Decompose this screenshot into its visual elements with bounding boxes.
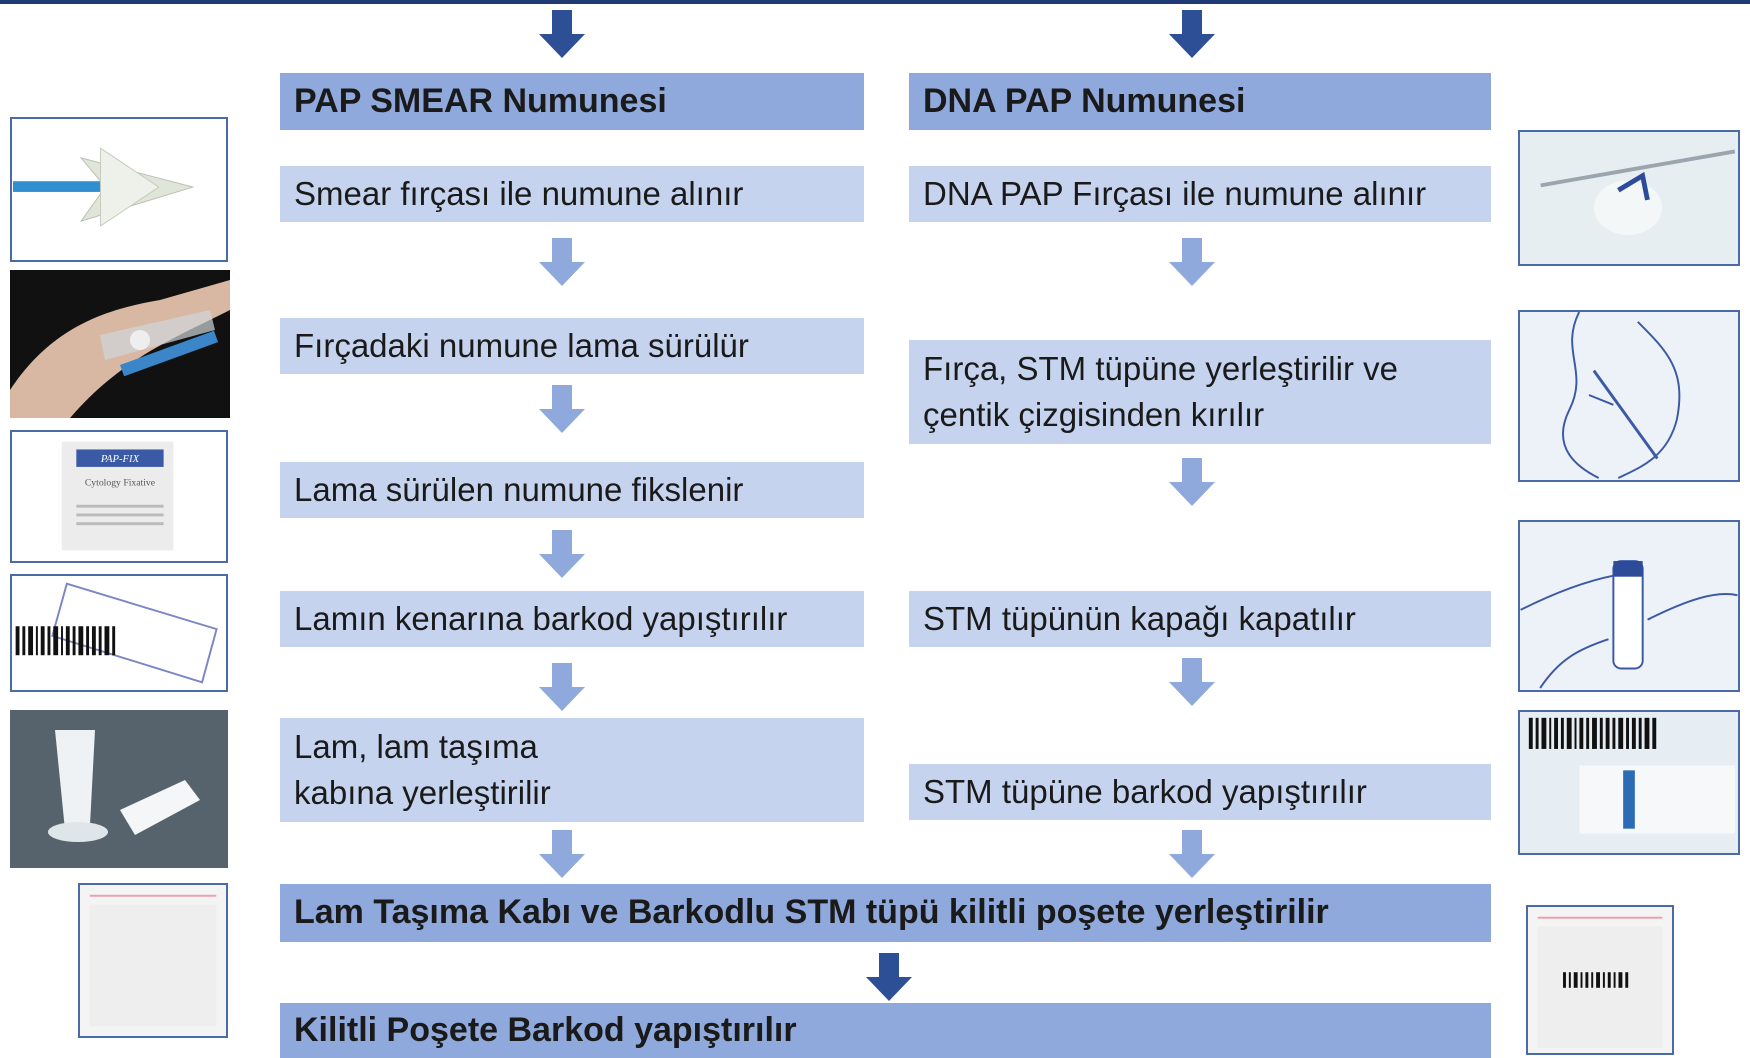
barcoded-bag-photo [1526,905,1674,1055]
down-arrow-icon [1169,238,1215,286]
fixative-label-text: Cytology Fixative [85,477,155,488]
break-brush-illustration [1518,310,1740,482]
fixative-brand-text: PAP-FIX [100,454,140,465]
merged-step-2: Kilitli Poşete Barkod yapıştırılır [280,1003,1491,1058]
smear-on-slide-photo [10,270,230,418]
top-rule [0,0,1750,4]
down-arrow-icon [866,953,912,1001]
down-arrow-icon [1169,658,1215,706]
left-step-5: Lam, lam taşıma kabına yerleştirilir [280,718,864,822]
down-arrow-icon [539,830,585,878]
down-arrow-icon [1169,458,1215,506]
pap-smear-header: PAP SMEAR Numunesi [280,73,864,130]
left-step-3: Lama sürülen numune fikslenir [280,462,864,518]
down-arrow-icon [539,663,585,711]
down-arrow-icon [1169,10,1215,58]
right-step-3: STM tüpünün kapağı kapatılır [909,591,1491,647]
barcoded-tube-photo [1518,710,1740,855]
down-arrow-icon [539,530,585,578]
merged-step-1: Lam Taşıma Kabı ve Barkodlu STM tüpü kil… [280,884,1491,942]
down-arrow-icon [539,10,585,58]
cap-tube-illustration [1518,520,1740,692]
dna-pap-brush-photo [1518,130,1740,266]
right-step-2: Fırça, STM tüpüne yerleştirilir ve çenti… [909,340,1491,444]
right-step-4: STM tüpüne barkod yapıştırılır [909,764,1491,820]
left-step-1: Smear fırçası ile numune alınır [280,166,864,222]
dna-pap-header: DNA PAP Numunesi [909,73,1491,130]
smear-brush-photo [10,117,228,262]
barcoded-slide-photo [10,574,228,692]
right-step-1: DNA PAP Fırçası ile numune alınır [909,166,1491,222]
left-step-2: Fırçadaki numune lama sürülür [280,318,864,374]
fixative-packet-photo: PAP-FIX Cytology Fixative [10,430,228,563]
left-step-4: Lamın kenarına barkod yapıştırılır [280,591,864,647]
zip-bag-photo [78,883,228,1038]
down-arrow-icon [1169,830,1215,878]
down-arrow-icon [539,385,585,433]
slide-carrier-photo [10,710,228,868]
down-arrow-icon [539,238,585,286]
